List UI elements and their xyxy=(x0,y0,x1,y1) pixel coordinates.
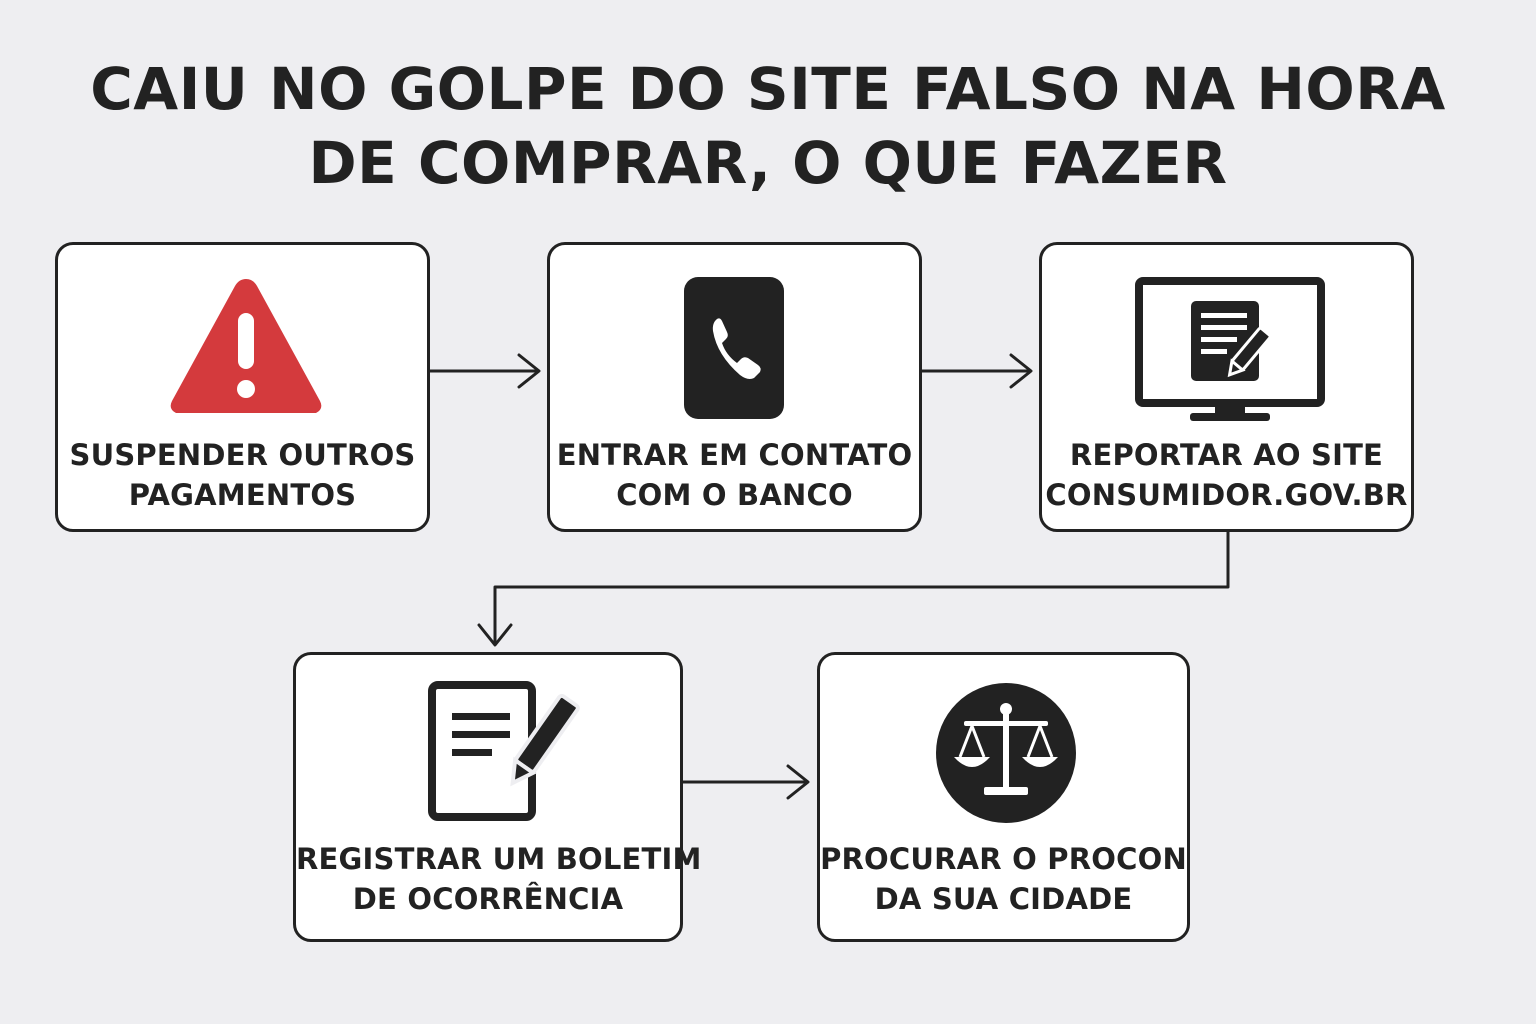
phone-icon xyxy=(684,277,784,419)
title-line-2: DE COMPRAR, O QUE FAZER xyxy=(308,129,1228,197)
step-label: PROCURAR O PROCON DA SUA CIDADE xyxy=(820,839,1187,919)
step-contact-bank: ENTRAR EM CONTATO COM O BANCO xyxy=(547,242,922,532)
arrow-step3-to-step4 xyxy=(477,530,1230,647)
arrow-step1-to-step2 xyxy=(428,353,541,389)
arrow-step4-to-step5 xyxy=(681,764,810,800)
step-label: REGISTRAR UM BOLETIM DE OCORRÊNCIA xyxy=(296,839,702,919)
step-label-line-1: REPORTAR AO SITE xyxy=(1069,438,1384,472)
step-label: REPORTAR AO SITE CONSUMIDOR.GOV.BR xyxy=(1042,435,1411,515)
title-line-1: CAIU NO GOLPE DO SITE FALSO NA HORA xyxy=(90,55,1446,123)
step-label-line-2: DA SUA CIDADE xyxy=(874,882,1133,916)
scales-justice-icon xyxy=(936,683,1076,823)
step-label-line-1: PROCURAR O PROCON xyxy=(820,842,1187,876)
step-label-line-1: REGISTRAR UM BOLETIM xyxy=(296,842,702,876)
step-label-line-2: CONSUMIDOR.GOV.BR xyxy=(1045,478,1408,512)
step-label-line-1: SUSPENDER OUTROS xyxy=(69,438,416,472)
page-title: CAIU NO GOLPE DO SITE FALSO NA HORA DE C… xyxy=(0,52,1536,200)
step-label: SUSPENDER OUTROS PAGAMENTOS xyxy=(58,435,427,515)
step-label-line-2: DE OCORRÊNCIA xyxy=(352,882,624,916)
warning-icon xyxy=(170,279,322,413)
step-label-line-2: PAGAMENTOS xyxy=(128,478,357,512)
arrow-step2-to-step3 xyxy=(920,353,1033,389)
step-label-line-2: COM O BANCO xyxy=(616,478,853,512)
document-pen-icon xyxy=(428,681,580,821)
step-procon: PROCURAR O PROCON DA SUA CIDADE xyxy=(817,652,1190,942)
computer-form-icon xyxy=(1135,277,1325,421)
step-label-line-1: ENTRAR EM CONTATO xyxy=(556,438,913,472)
step-report-consumidor: REPORTAR AO SITE CONSUMIDOR.GOV.BR xyxy=(1039,242,1414,532)
step-suspend-payments: SUSPENDER OUTROS PAGAMENTOS xyxy=(55,242,430,532)
step-police-report: REGISTRAR UM BOLETIM DE OCORRÊNCIA xyxy=(293,652,702,942)
step-label: ENTRAR EM CONTATO COM O BANCO xyxy=(550,435,919,515)
